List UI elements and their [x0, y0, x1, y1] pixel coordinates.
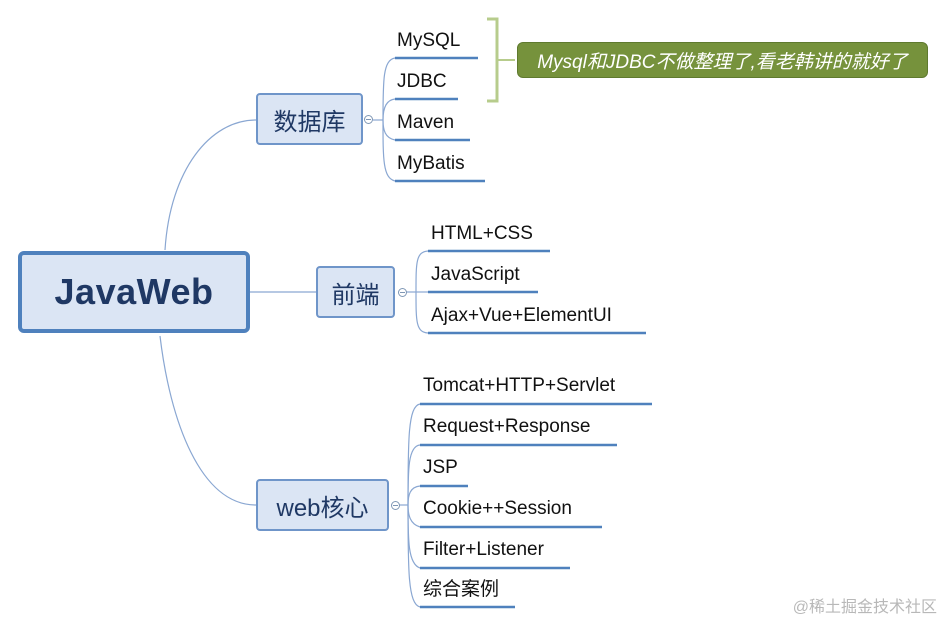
branch-web-core-label: web核心 [276, 494, 369, 522]
leaf-jdbc[interactable]: JDBC [397, 71, 447, 92]
leaf-html-css[interactable]: HTML+CSS [431, 223, 533, 244]
leaf-tomcat-http-servlet[interactable]: Tomcat+HTTP+Servlet [423, 375, 616, 396]
leaf-filter-listener[interactable]: Filter+Listener [423, 539, 544, 560]
leaf-maven[interactable]: Maven [397, 112, 455, 133]
leaf-comprehensive-case[interactable]: 综合案例 [423, 579, 500, 600]
branch-frontend[interactable]: 前端 [316, 266, 395, 318]
leaf-jsp[interactable]: JSP [423, 457, 458, 478]
leaf-cookie-session[interactable]: Cookie++Session [423, 498, 572, 519]
watermark: @稀土掘金技术社区 [792, 599, 937, 616]
branch-database[interactable]: 数据库 [256, 93, 363, 145]
root-node[interactable]: JavaWeb [18, 251, 250, 333]
leaf-javascript[interactable]: JavaScript [431, 264, 520, 285]
collapse-toggle-icon[interactable] [391, 501, 400, 510]
summary-bracket [487, 17, 499, 103]
branch-web-core[interactable]: web核心 [256, 479, 389, 531]
leaf-mysql[interactable]: MySQL [397, 30, 461, 51]
summary-callout-text: Mysql和JDBC不做整理了,看老韩讲的就好了 [537, 51, 908, 73]
leaf-request-response[interactable]: Request+Response [423, 416, 591, 437]
summary-callout[interactable]: Mysql和JDBC不做整理了,看老韩讲的就好了 [517, 42, 928, 78]
branch-frontend-label: 前端 [331, 281, 380, 309]
collapse-toggle-icon[interactable] [398, 288, 407, 297]
leaf-ajax-vue-elementui[interactable]: Ajax+Vue+ElementUI [431, 305, 612, 326]
collapse-toggle-icon[interactable] [364, 115, 373, 124]
root-label: JavaWeb [54, 271, 214, 312]
branch-database-label: 数据库 [273, 108, 346, 136]
leaf-mybatis[interactable]: MyBatis [397, 153, 465, 174]
